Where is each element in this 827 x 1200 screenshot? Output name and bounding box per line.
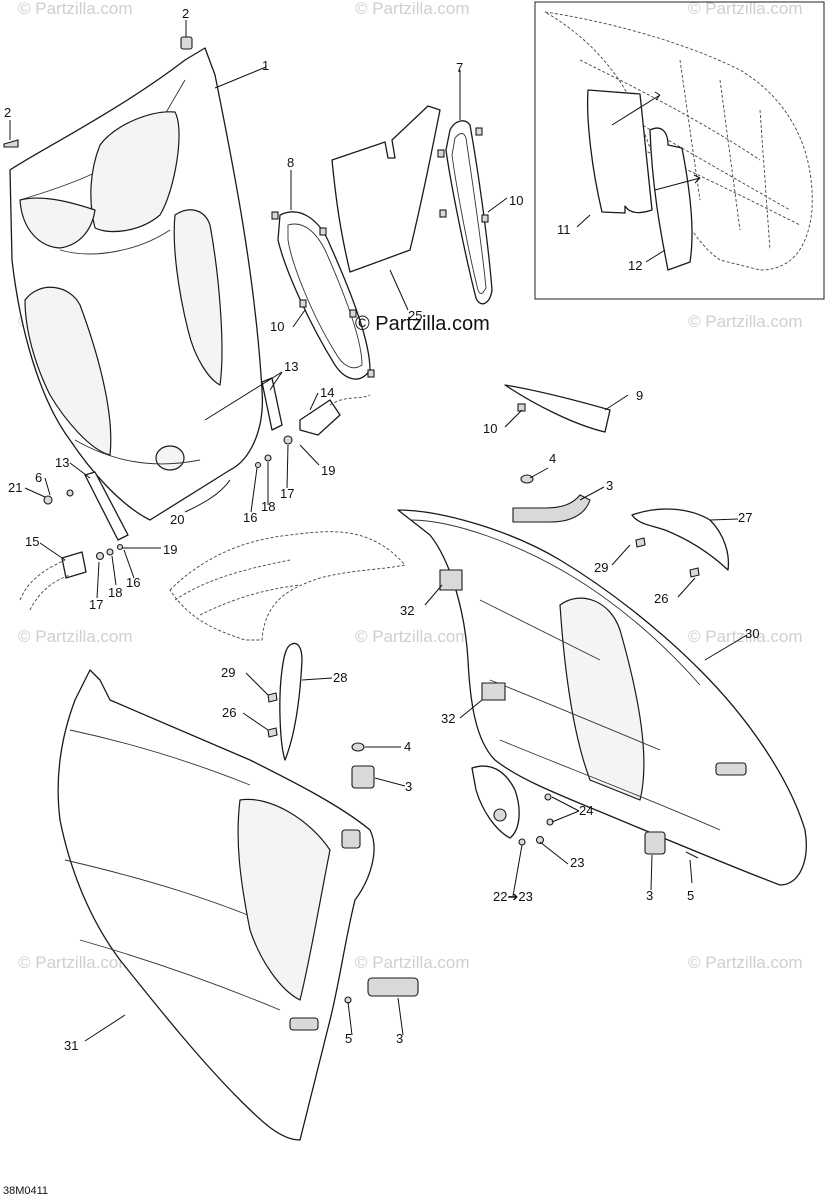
callout-19: 19 xyxy=(163,542,177,557)
callout-2: 2 xyxy=(4,105,11,120)
callout-10: 10 xyxy=(270,319,284,334)
callout-30: 30 xyxy=(745,626,759,641)
watermark-main: © Partzilla.com xyxy=(355,313,490,335)
part-31-lower-panel xyxy=(57,669,375,1141)
callout-20: 20 xyxy=(170,512,184,527)
part-25-foam-insert xyxy=(331,105,441,273)
watermark-faint: © Partzilla.com xyxy=(688,312,803,331)
callout-10: 10 xyxy=(509,193,523,208)
callout-19: 19 xyxy=(321,463,335,478)
part-1-upper-fairing xyxy=(9,47,264,521)
watermark-faint: © Partzilla.com xyxy=(355,627,470,646)
inset-detail xyxy=(534,1,825,300)
reference-code: 38M0411 xyxy=(3,1185,48,1197)
callout-7: 7 xyxy=(456,60,463,75)
callout-18: 18 xyxy=(108,585,122,600)
callout-14: 14 xyxy=(320,385,334,400)
callout-10: 10 xyxy=(483,421,497,436)
callout-24: 24 xyxy=(579,803,593,818)
callout-11: 11 xyxy=(557,222,571,237)
watermark-faint: © Partzilla.com xyxy=(18,627,133,646)
callout-13: 13 xyxy=(284,359,298,374)
callout-4: 4 xyxy=(404,739,411,754)
callout-13: 13 xyxy=(55,455,69,470)
callout-17: 17 xyxy=(280,486,294,501)
watermark-faint: © Partzilla.com xyxy=(355,953,470,972)
callout-2: 2 xyxy=(182,6,189,21)
part-8-vent-grille xyxy=(271,211,375,380)
callout-32: 32 xyxy=(400,603,414,618)
watermark-faint: © Partzilla.com xyxy=(18,953,133,972)
callout-5: 5 xyxy=(687,888,694,903)
callout-12: 12 xyxy=(628,258,642,273)
callout-26: 26 xyxy=(654,591,668,606)
part-9-trim xyxy=(504,384,611,433)
part-7-vent-grille xyxy=(437,120,493,305)
callout-labels: 1 2 2 7 8 10 10 25 11 12 9 10 13 14 19 1… xyxy=(4,6,759,1053)
watermark-faint: © Partzilla.com xyxy=(688,0,803,18)
callout-28: 28 xyxy=(333,670,347,685)
callout-1: 1 xyxy=(262,58,269,73)
callout-25: 25 xyxy=(408,308,422,323)
callout-17: 17 xyxy=(89,597,103,612)
leader-lines xyxy=(9,20,748,1042)
part-28-deflector xyxy=(279,642,303,761)
part-27-deflector xyxy=(631,508,730,571)
callout-3: 3 xyxy=(396,1031,403,1046)
mounting-brackets xyxy=(19,377,371,611)
callout-8: 8 xyxy=(287,155,294,170)
callout-3: 3 xyxy=(646,888,653,903)
fasteners xyxy=(267,474,700,1004)
callout-29: 29 xyxy=(221,665,235,680)
part-30-side-panel xyxy=(397,509,807,886)
callout-9: 9 xyxy=(636,388,643,403)
callout-26: 26 xyxy=(222,705,236,720)
callout-16: 16 xyxy=(243,510,257,525)
callout-21: 21 xyxy=(8,480,22,495)
watermark-faint: © Partzilla.com xyxy=(355,0,470,18)
callout-3: 3 xyxy=(405,779,412,794)
watermark-faint: © Partzilla.com xyxy=(688,953,803,972)
callout-15: 15 xyxy=(25,534,39,549)
part-2-clips xyxy=(3,36,193,148)
callout-16: 16 xyxy=(126,575,140,590)
callout-18: 18 xyxy=(261,499,275,514)
callout-23: 23 xyxy=(570,855,584,870)
callout-27: 27 xyxy=(738,510,752,525)
callout-32: 32 xyxy=(441,711,455,726)
callout-6: 6 xyxy=(35,470,42,485)
callout-29: 29 xyxy=(594,560,608,575)
callout-4: 4 xyxy=(549,451,556,466)
callout-3: 3 xyxy=(606,478,613,493)
callout-22-23: 22➔23 xyxy=(493,889,533,904)
callout-31: 31 xyxy=(64,1038,78,1053)
callout-5: 5 xyxy=(345,1031,352,1046)
watermark-faint: © Partzilla.com xyxy=(18,0,133,18)
frame-outline xyxy=(169,531,406,641)
